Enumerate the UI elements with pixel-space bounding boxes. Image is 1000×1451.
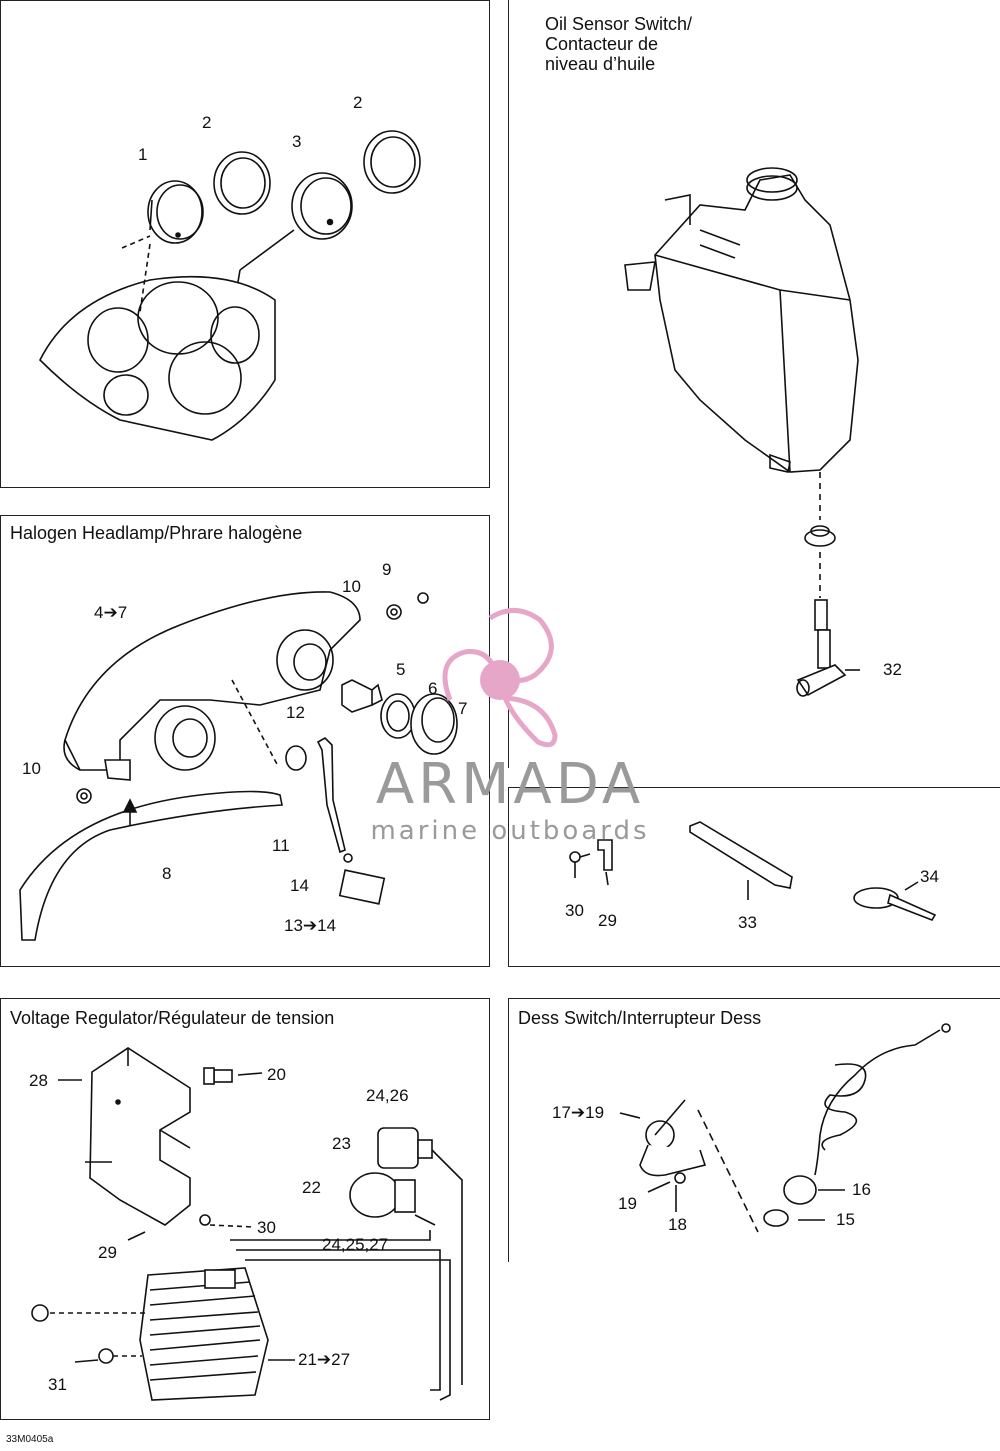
washer-icon	[417, 592, 429, 604]
callout-19: 19	[618, 1194, 637, 1213]
dust-cap-icon	[410, 693, 458, 755]
callout-24-26: 24,26	[366, 1086, 409, 1105]
dess-switch-title: Dess Switch/Interrupteur Dess	[518, 1008, 762, 1028]
bolt-31-icon	[31, 1304, 114, 1364]
callout-22: 22	[302, 1178, 321, 1197]
nut-left-icon	[76, 788, 92, 804]
callout-9: 9	[382, 560, 392, 579]
instrument-cluster-housing-icon	[39, 275, 276, 441]
callout-2: 2	[202, 113, 212, 132]
callout-28: 28	[29, 1071, 48, 1090]
watermark-subtitle: marine outboards	[370, 816, 650, 846]
callout-33: 33	[738, 913, 757, 932]
regulator-wiring-icon	[230, 1149, 463, 1401]
callout-32: 32	[883, 660, 902, 679]
drawing-reference: 33M0405a	[6, 1434, 54, 1445]
callout-12: 12	[286, 703, 305, 722]
cap-icon	[763, 1209, 789, 1227]
callout-30-reg: 30	[257, 1218, 276, 1237]
bolt-icon	[203, 1067, 233, 1085]
callout-17-19: 17➔19	[552, 1103, 605, 1122]
wire-harness-icon	[316, 737, 346, 854]
gauge-1-icon	[147, 180, 204, 244]
oil-reservoir-icon	[624, 167, 859, 473]
gauge-2-ring-icon	[213, 151, 271, 215]
watermark-brand: ARMADA	[375, 752, 645, 817]
seal-strip-icon	[19, 790, 283, 941]
callout-4-7: 4➔7	[94, 603, 128, 622]
grommet-icon	[804, 525, 836, 547]
headlamp-housing-icon	[63, 591, 361, 781]
connector-23-icon	[377, 1127, 433, 1169]
tether-cord-icon	[783, 1023, 951, 1205]
callout-31: 31	[48, 1375, 67, 1394]
screw-icon	[569, 851, 591, 863]
clip-icon	[597, 839, 613, 871]
foam-strip-icon	[689, 821, 793, 889]
callout-6: 6	[428, 679, 438, 698]
callout-21-27: 21➔27	[298, 1350, 351, 1369]
dess-switch-panel	[508, 998, 1000, 1262]
callout-13-14: 13➔14	[284, 916, 337, 935]
mounting-bracket-icon	[89, 1047, 191, 1226]
callout-16: 16	[852, 1180, 871, 1199]
callout-14: 14	[290, 876, 309, 895]
callout-10-left: 10	[22, 759, 41, 778]
gauge-2b-ring-icon	[363, 130, 421, 194]
callout-29-reg: 29	[98, 1243, 117, 1262]
retainer-ring-icon	[380, 693, 416, 739]
nut-icon	[386, 604, 402, 620]
connector-icon	[338, 853, 386, 905]
voltage-regulator-title: Voltage Regulator/Régulateur de tension	[10, 1008, 335, 1028]
callout-11: 11	[272, 836, 290, 855]
callout-7: 7	[458, 699, 468, 718]
rectifier-icon	[139, 1267, 269, 1401]
cable-tie-icon	[853, 887, 937, 921]
callout-29: 29	[598, 911, 617, 930]
callout-8: 8	[162, 864, 172, 883]
small-screw-icon	[199, 1214, 211, 1226]
callout-30: 30	[565, 901, 584, 920]
connector-22-icon	[349, 1172, 416, 1218]
callout-5: 5	[396, 660, 406, 679]
callout-34: 34	[920, 867, 939, 886]
callout-18: 18	[668, 1215, 687, 1234]
callout-24-25-27: 24,25,27	[322, 1235, 389, 1254]
headlamp-title: Halogen Headlamp/Phrare halogène	[10, 523, 303, 543]
callout-10-top: 10	[342, 577, 361, 596]
bulb-icon	[341, 679, 383, 713]
callout-1: 1	[138, 145, 148, 164]
dess-switch-icon	[639, 1120, 707, 1184]
headlamp-panel	[0, 515, 490, 967]
boot-icon	[285, 745, 307, 771]
callout-2b: 2	[353, 93, 363, 112]
callout-3: 3	[292, 132, 302, 151]
oil-sensor-switch-icon	[796, 599, 860, 697]
accessories-panel	[508, 787, 1000, 967]
gauge-3-icon	[291, 172, 353, 240]
callout-23: 23	[332, 1134, 351, 1153]
callout-15: 15	[836, 1210, 855, 1229]
callout-20: 20	[267, 1065, 286, 1084]
oil-sensor-title: Oil Sensor Switch/ Contacteur de niveau …	[545, 14, 693, 74]
